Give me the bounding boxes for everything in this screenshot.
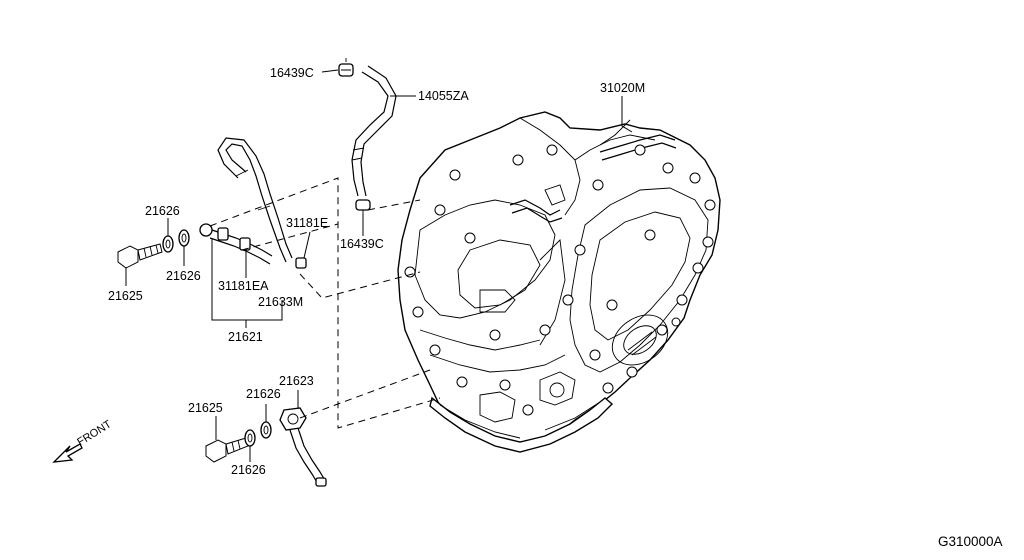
label-washer-a-top: 21626 (145, 204, 180, 218)
label-clamp-lower: 16439C (340, 237, 384, 251)
clip-31181e (295, 257, 307, 269)
label-clip-ea: 31181EA (218, 279, 269, 293)
left-breather-hose (217, 137, 293, 263)
label-hose-m: 21633M (258, 295, 303, 309)
washer-upper-outer (162, 235, 174, 253)
label-washer-b-bottom: 21626 (231, 463, 266, 477)
clamp-upper (338, 58, 354, 77)
washer-lower-inner (260, 421, 272, 439)
drawing-code: G310000A (938, 534, 1003, 549)
label-hose-upper: 14055ZA (418, 89, 469, 103)
clamp-lower (355, 199, 371, 216)
label-hose-lower: 21623 (279, 374, 314, 388)
front-arrow: FRONT (52, 418, 114, 463)
left-hose-end (199, 223, 273, 265)
label-washer-b-top: 21626 (246, 387, 281, 401)
label-clamp-upper: 16439C (270, 66, 314, 80)
leader-lines (125, 69, 633, 462)
label-assembly: 21621 (228, 330, 263, 344)
bolt-lower (205, 437, 249, 463)
upper-breather-hose (351, 65, 397, 197)
label-bolt-b: 21625 (188, 401, 223, 415)
label-bolt-a: 21625 (108, 289, 143, 303)
label-clip-e: 31181E (286, 216, 328, 230)
lower-breather-hose (279, 407, 327, 487)
front-label: FRONT (75, 418, 114, 448)
washer-upper-inner (178, 229, 190, 247)
bolt-upper (117, 243, 163, 269)
label-transaxle: 31020M (600, 81, 645, 95)
dashed-guide-lines (209, 177, 441, 429)
transaxle-assembly (397, 111, 721, 453)
label-washer-a-bottom: 21626 (166, 269, 201, 283)
washer-lower-outer (244, 429, 256, 447)
